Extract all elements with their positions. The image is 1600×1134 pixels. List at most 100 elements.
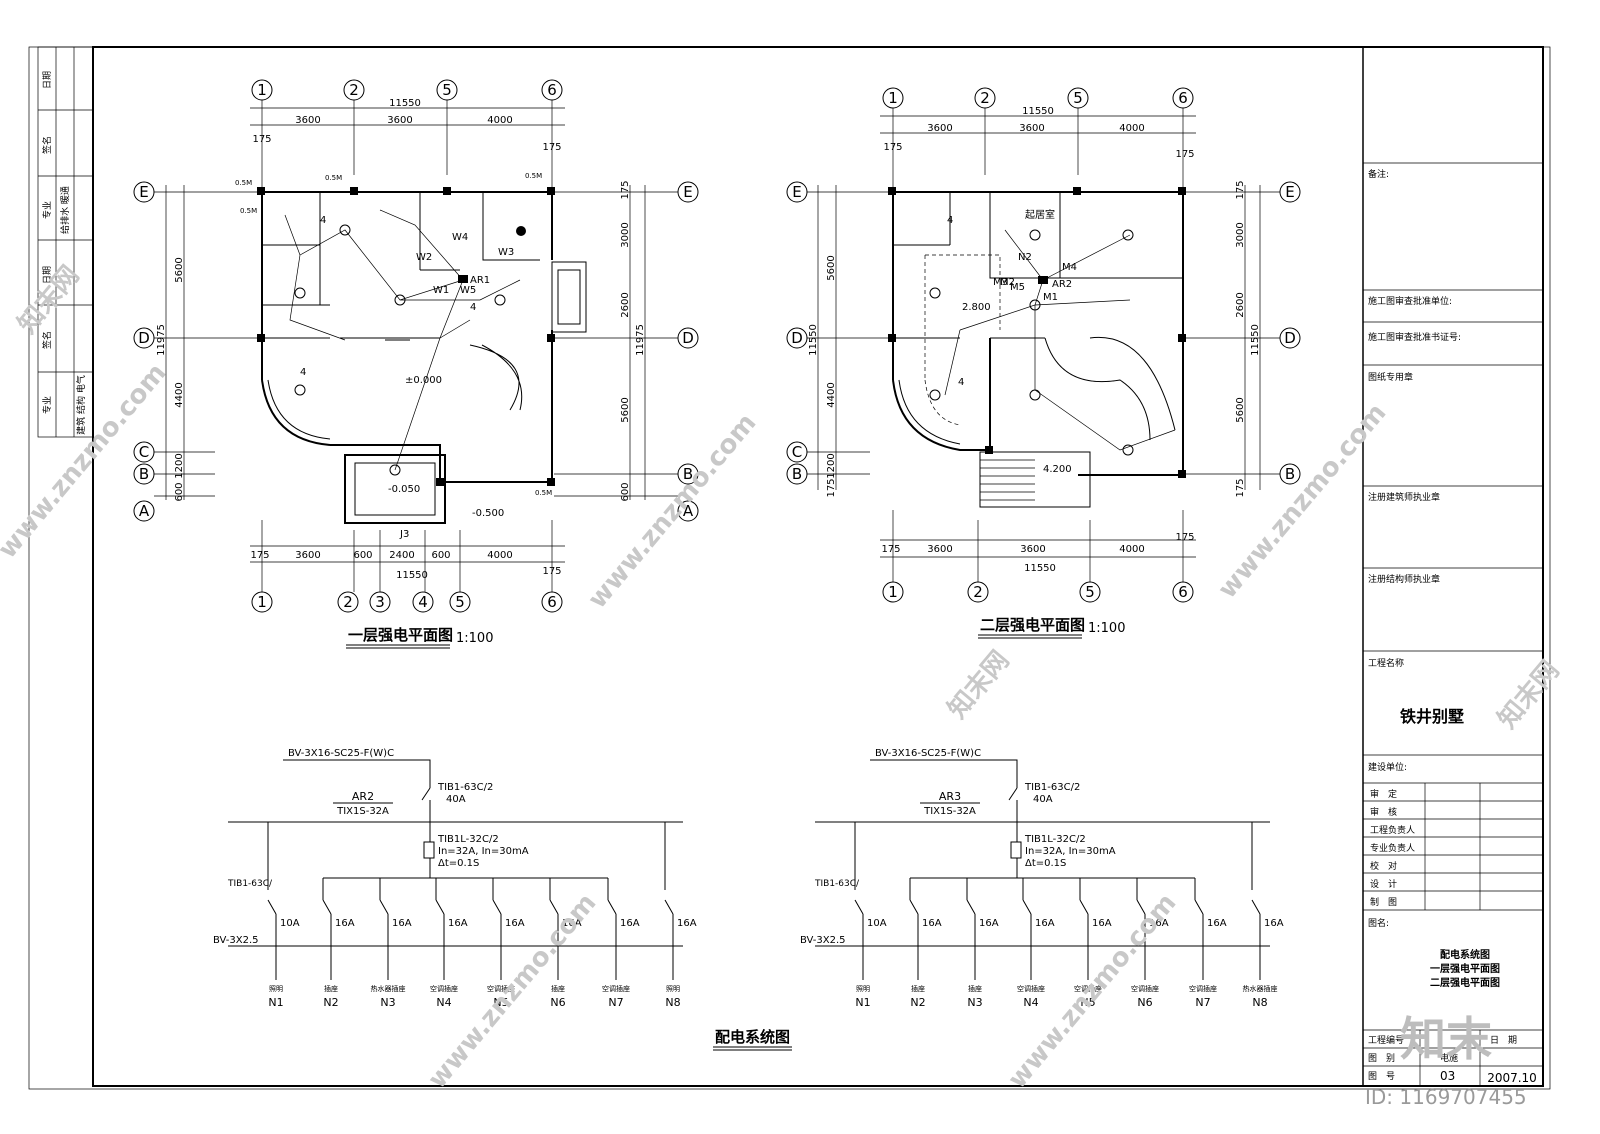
svg-text:0.5M: 0.5M [325, 174, 342, 182]
svg-text:-0.050: -0.050 [388, 484, 420, 495]
svg-text:2400: 2400 [389, 550, 414, 561]
plan2-title: 二层强电平面图 [980, 616, 1085, 634]
system2-feed-line [870, 759, 1018, 788]
watermark-layer: www.znzmo.com www.znzmo.com www.znzmo.co… [0, 260, 1566, 1109]
svg-text:D: D [1284, 329, 1296, 347]
svg-text:J3: J3 [399, 529, 409, 540]
system2-branch-contact-6 [1136, 899, 1146, 915]
svg-text:175: 175 [826, 478, 837, 497]
category-label: 图 别 [1368, 1053, 1395, 1064]
svg-text:11550: 11550 [1022, 106, 1054, 117]
system2-circuit-3: N3 [967, 996, 982, 1009]
svg-text:3600: 3600 [295, 550, 320, 561]
system2-rcd-model: TIB1L-32C/2 [1024, 834, 1086, 845]
svg-text:3600: 3600 [927, 123, 952, 134]
system2-rating-1: 10A [867, 918, 887, 929]
watermark-text-3: www.znzmo.com [1212, 398, 1392, 604]
watermark-brand-3: 知末网 [1492, 655, 1565, 734]
svg-text:6: 6 [1178, 583, 1188, 601]
svg-text:W3: W3 [498, 247, 514, 258]
svg-text:D: D [138, 329, 150, 347]
system1-rcd-model: TIB1L-32C/2 [437, 834, 499, 845]
system1-use-1: 照明 [269, 985, 283, 993]
plan2-axes-top: 1 2 5 6 11550 3600 3600 4000 175 175 [880, 87, 1196, 190]
system2-use-5: 空调插座 [1074, 984, 1102, 993]
arch-seal-label: 注册建筑师执业章 [1368, 491, 1440, 503]
svg-text:4: 4 [300, 367, 306, 378]
svg-text:起居室: 起居室 [1025, 208, 1055, 221]
system2-use-4: 空调插座 [1017, 984, 1045, 993]
svg-text:M4: M4 [1062, 262, 1077, 273]
system1-branch-contact-2 [322, 899, 332, 915]
svg-text:600: 600 [174, 482, 185, 501]
strip-row3-col1: 专业 [41, 396, 53, 414]
title-block: 备注: 施工图审查批准单位: 施工图审查批准书证号: 图纸专用章 注册建筑师执业… [1362, 46, 1544, 1087]
svg-text:AR2: AR2 [1052, 279, 1072, 290]
plan1-labels: AR1 W1 W2 W3 W4 W5 4 4 4 0.5M 0.5M 0.5M … [235, 172, 552, 540]
system2-branch-contact-7 [1194, 899, 1204, 915]
role-approve: 审 定 [1370, 788, 1397, 800]
left-signature-strip: 日期 签名 专业 日期 签名 给排水 暖通 专业 建筑 结构 电气 [37, 46, 94, 438]
system2-circuit-7: N7 [1195, 996, 1210, 1009]
system2-branch-contact-3 [966, 899, 976, 915]
system1-circuit-6: N6 [550, 996, 565, 1009]
svg-text:3: 3 [375, 593, 385, 611]
system2-box-model: TIX1S-32A [923, 806, 976, 817]
system2-use-6: 空调插座 [1131, 984, 1159, 993]
system2-rating-4: 16A [1035, 918, 1055, 929]
svg-text:2: 2 [980, 89, 990, 107]
system2-circuit-2: N2 [910, 996, 925, 1009]
system1-use-5: 空调插座 [487, 984, 515, 993]
system1-rcd-time: Δt=0.1S [438, 858, 479, 869]
system2-use-8: 热水器插座 [1243, 984, 1278, 993]
svg-text:3600: 3600 [1019, 123, 1044, 134]
strip-row2-col1: 日期 [42, 266, 53, 284]
system1-rcd-symbol [423, 841, 435, 859]
svg-text:E: E [683, 183, 692, 201]
system2-main-rating: 40A [1033, 794, 1053, 805]
system1-feed-cable: BV-3X16-SC25-F(W)C [288, 748, 394, 759]
outer-frame [28, 46, 1551, 1090]
svg-text:C: C [139, 443, 149, 461]
svg-text:AR1: AR1 [470, 275, 490, 286]
system1-circuit-2: N2 [323, 996, 338, 1009]
system1-rating-1: 10A [280, 918, 300, 929]
svg-text:3600: 3600 [927, 544, 952, 555]
client-label: 建设单位: [1368, 761, 1407, 773]
system1-branch-cable: BV-3X2.5 [213, 935, 259, 946]
system1-branch-contact-1 [267, 899, 277, 915]
system1-use-7: 空调插座 [602, 984, 630, 993]
svg-text:M2: M2 [1000, 277, 1015, 288]
plan2-labels: AR2 M1 M2 M3 M4 M5 N2 4 4 起居室 2.800 4.20… [947, 208, 1077, 475]
system2-circuit-6: N6 [1137, 996, 1152, 1009]
system1-use-2: 插座 [324, 984, 338, 993]
svg-text:E: E [1285, 183, 1294, 201]
system1-rating-5: 16A [505, 918, 525, 929]
svg-text:4: 4 [470, 302, 476, 313]
system2-rating-6: 16A [1149, 918, 1169, 929]
svg-text:6: 6 [547, 593, 557, 611]
svg-text:175: 175 [883, 142, 902, 153]
system2-branch-contact-8 [1251, 899, 1261, 915]
strip-row1-col2: 签名 [41, 136, 53, 154]
svg-text:4400: 4400 [826, 382, 837, 407]
svg-text:175: 175 [881, 544, 900, 555]
svg-text:W4: W4 [452, 232, 468, 243]
svg-text:±0.000: ±0.000 [405, 375, 442, 386]
svg-text:4: 4 [958, 377, 964, 388]
plan2-wiring [924, 229, 1176, 456]
svg-text:5: 5 [455, 593, 465, 611]
svg-text:175: 175 [1235, 180, 1246, 199]
svg-text:M3: M3 [993, 277, 1008, 288]
svg-text:M1: M1 [1043, 292, 1058, 303]
plan1-axes-side: E D C B A E D B A 11975 5600 4400 120 [133, 180, 699, 522]
plan1-axes-top: 1 2 5 6 11550 3600 3600 4000 175 175 [250, 79, 565, 190]
svg-text:175: 175 [1235, 478, 1246, 497]
date-label: 日 期 [1490, 1035, 1517, 1046]
system1-use-6: 插座 [551, 984, 565, 993]
system1-circuit-7: N7 [608, 996, 623, 1009]
system1-circuit-4: N4 [436, 996, 451, 1009]
svg-text:N2: N2 [1018, 252, 1032, 263]
system1-branch-contact-5 [492, 899, 502, 915]
